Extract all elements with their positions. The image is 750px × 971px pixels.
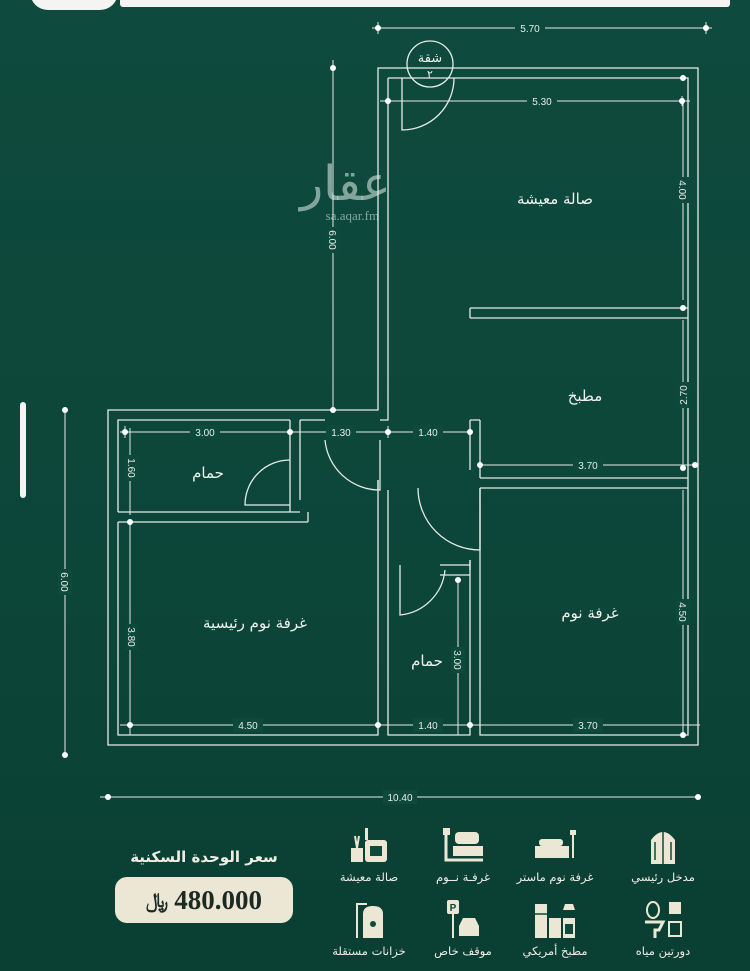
dim-kitchen-width: 3.70 xyxy=(578,461,598,472)
feature-living-room: صالة معيشة xyxy=(324,826,414,884)
dim-corridor-1: 1.30 xyxy=(331,428,351,439)
living-kitchen-wall xyxy=(469,307,688,319)
unit-label-circle xyxy=(406,40,454,88)
kitchen-bedroom-wall xyxy=(469,419,688,489)
feature-parking: P موقف خاص xyxy=(418,900,508,958)
feature-kitchen: مطبخ أمريكي xyxy=(510,900,600,958)
feature-label: غرفـة نــوم xyxy=(435,870,491,884)
dim-kitchen-height: 2.70 xyxy=(679,385,690,405)
feature-bathrooms: دورتين مياه xyxy=(618,900,708,958)
watermark-url: sa.aqar.fm xyxy=(325,208,380,223)
water-tank-icon xyxy=(356,903,383,938)
price-value: 480.000 xyxy=(174,884,262,915)
feature-label: صالة معيشة xyxy=(339,870,399,884)
dim-left-height: 6.00 xyxy=(326,230,337,250)
unit-label: شقة xyxy=(418,51,442,66)
feature-label: غرفة نوم ماستر xyxy=(516,870,594,884)
room-bath-center: حمام xyxy=(411,652,443,670)
dim-master-width: 4.50 xyxy=(238,721,258,732)
feature-master-bedroom: غرفة نوم ماستر xyxy=(510,826,600,884)
dim-bedroom-width: 3.70 xyxy=(578,721,598,732)
bedroom-door xyxy=(417,487,481,551)
kitchen-icon xyxy=(535,904,575,938)
corridor-wall xyxy=(469,560,471,570)
bathroom-icon xyxy=(645,901,682,938)
dimension-points xyxy=(62,25,709,800)
left-bath-door xyxy=(244,459,291,506)
svg-text:P: P xyxy=(450,903,457,914)
dim-bath-width: 3.00 xyxy=(195,428,215,439)
dimension-labels: 5.70 5.30 4.00 6.00 2.70 3.00 1.30 1.40 … xyxy=(58,21,690,804)
dim-center-bath-height: 3.00 xyxy=(451,650,462,670)
corridor-door xyxy=(324,439,381,491)
currency-icon: ﷼ xyxy=(146,888,169,912)
outer-wall xyxy=(107,67,699,746)
feature-water-tanks: خزانات مستقلة xyxy=(324,900,414,958)
feature-main-entrance: مدخل رئيسي xyxy=(618,826,708,884)
room-living: صالة معيشة xyxy=(517,190,593,208)
watermark: عقار sa.aqar.fm xyxy=(300,160,391,224)
dim-wing-height: 6.00 xyxy=(58,572,69,592)
dim-corridor-2: 1.40 xyxy=(418,428,438,439)
unit-number: ٢ xyxy=(427,68,433,81)
master-bed-icon xyxy=(535,830,576,858)
top-bar xyxy=(120,0,730,7)
feature-label: دورتين مياه xyxy=(635,944,691,958)
watermark-logo: عقار xyxy=(300,156,391,212)
parking-icon: P xyxy=(447,900,479,938)
top-left-button[interactable] xyxy=(30,0,118,10)
dim-bath-height: 1.60 xyxy=(125,458,136,478)
center-bath-wall xyxy=(377,480,470,576)
bed-icon xyxy=(443,828,483,862)
room-bath-left: حمام xyxy=(192,464,224,482)
price-card: ﷼ 480.000 xyxy=(115,877,293,923)
feature-label: مدخل رئيسي xyxy=(631,870,695,884)
inner-wall xyxy=(117,77,689,736)
dim-top-total: 5.70 xyxy=(520,24,540,35)
entrance-door xyxy=(401,77,455,131)
dim-bedroom-height: 4.50 xyxy=(676,602,687,622)
room-master-bedroom: غرفة نوم رئيسية xyxy=(203,614,307,632)
door-icon xyxy=(651,832,675,864)
dim-living-width: 5.30 xyxy=(532,97,552,108)
side-scroll-handle[interactable] xyxy=(20,402,26,498)
left-bath-wall xyxy=(118,420,309,523)
dim-center-bath-width: 1.40 xyxy=(418,721,438,732)
feature-bedroom: غرفـة نــوم xyxy=(418,826,508,884)
center-bath-door xyxy=(399,565,446,616)
dim-living-height: 4.00 xyxy=(676,180,687,200)
dim-total-width: 10.40 xyxy=(387,793,412,804)
feature-label: مطبخ أمريكي xyxy=(522,944,588,958)
room-bedroom: غرفة نوم xyxy=(561,604,618,622)
room-kitchen: مطبخ xyxy=(568,387,603,405)
price-title: سعر الوحدة السكنية xyxy=(130,848,278,866)
feature-label: موقف خاص xyxy=(434,944,492,958)
dim-master-height: 3.80 xyxy=(125,627,136,647)
feature-label: خزانات مستقلة xyxy=(332,944,406,958)
floor-plan: شقة ٢ صالة معيشة مطبخ حمام غرفة نوم رئيس… xyxy=(58,21,712,804)
sofa-icon xyxy=(351,828,387,862)
